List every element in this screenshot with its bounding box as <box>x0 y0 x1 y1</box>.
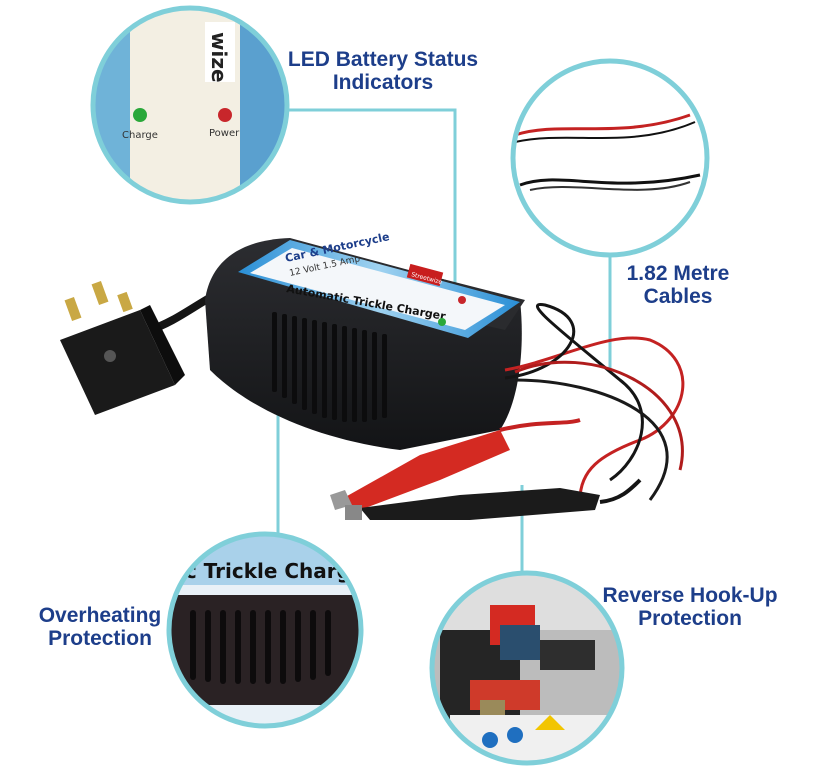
reverse-hookup-label: Reverse Hook-Up Protection <box>602 584 778 631</box>
power-led-icon <box>218 108 232 122</box>
vent-grille <box>272 312 387 422</box>
power-led-icon <box>458 296 466 304</box>
led-status-label: LED Battery Status Indicators <box>287 48 479 95</box>
charge-label: Charge <box>122 130 158 141</box>
inset-overheating: ic Trickle Charg <box>166 531 364 729</box>
charge-led-icon <box>438 318 446 326</box>
cables-label: 1.82 Metre Cables <box>626 262 730 309</box>
charger-unit: Car & Motorcycle 12 Volt 1.5 Amp Automat… <box>205 230 525 450</box>
power-label: Power <box>209 128 240 139</box>
inset-led-indicators: wize Charge Power <box>90 5 290 205</box>
black-clamp <box>345 478 642 520</box>
output-cables <box>504 302 685 501</box>
inset-brand-fragment: wize <box>207 32 231 83</box>
inset-reverse-hookup <box>429 570 625 766</box>
uk-plug <box>60 280 237 415</box>
overheating-label: Overheating Protection <box>38 604 162 651</box>
charge-led-icon <box>133 108 147 122</box>
inset-label-fragment: ic Trickle Charg <box>178 559 351 583</box>
inset-cables <box>510 58 710 258</box>
